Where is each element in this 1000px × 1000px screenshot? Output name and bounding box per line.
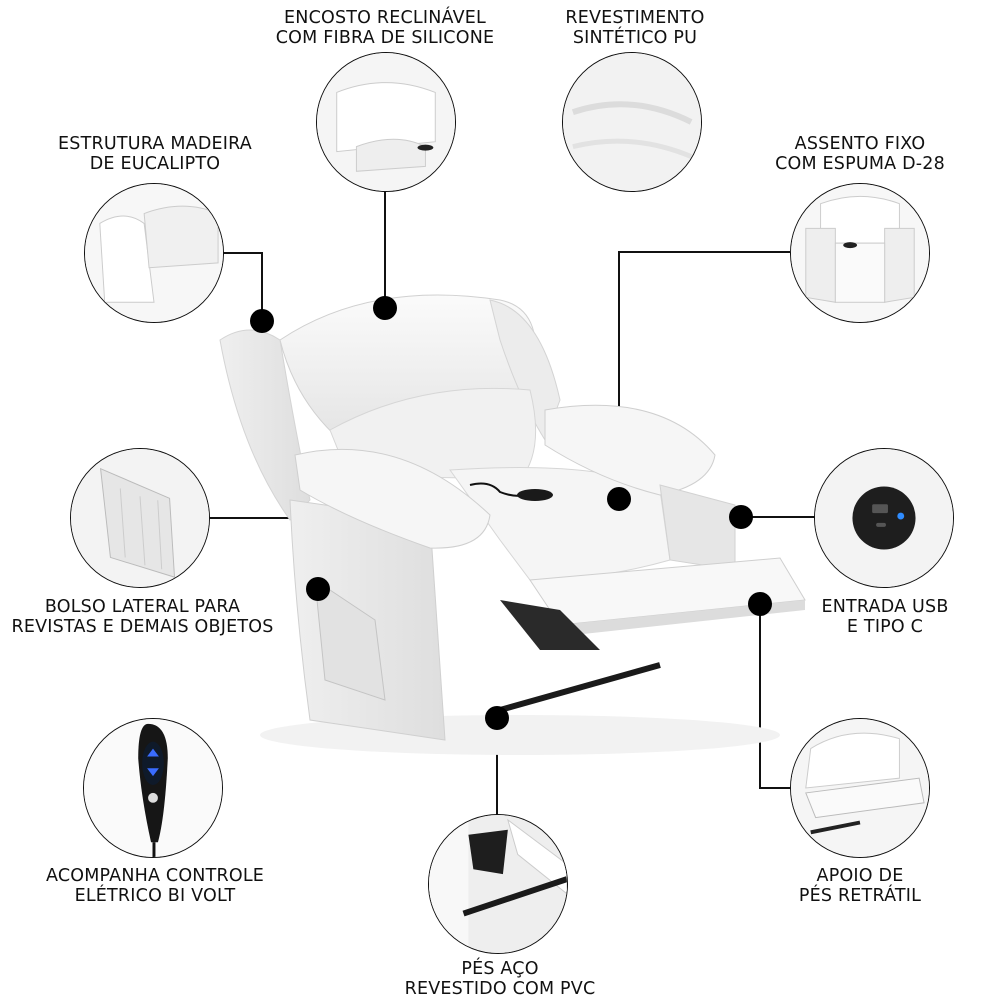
- thumb-apoio: [790, 718, 930, 858]
- label-line: COM ESPUMA D-28: [775, 154, 945, 174]
- thumb-encosto: [316, 52, 456, 192]
- remote-down-arrow-icon: [147, 768, 159, 777]
- remote-up-arrow-icon: [147, 748, 159, 757]
- label-line: APOIO DE: [816, 866, 904, 886]
- thumb-estrutura: [84, 183, 224, 323]
- label-usb: ENTRADA USB E TIPO C: [800, 597, 970, 637]
- label-pes: PÉS AÇO REVESTIDO COM PVC: [360, 959, 640, 999]
- label-line: REVESTIMENTO: [565, 8, 705, 28]
- label-line: ELÉTRICO BI VOLT: [74, 886, 236, 906]
- label-apoio: APOIO DE PÉS RETRÁTIL: [780, 866, 940, 906]
- label-line: REVISTAS E DEMAIS OBJETOS: [11, 617, 274, 637]
- label-line: SINTÉTICO PU: [572, 28, 698, 48]
- label-line: E TIPO C: [846, 617, 924, 637]
- thumb-controle: [83, 718, 223, 858]
- label-line: ENCOSTO RECLINÁVEL: [284, 8, 486, 28]
- label-line: PÉS RETRÁTIL: [798, 886, 922, 906]
- label-line: ACOMPANHA CONTROLE: [45, 866, 265, 886]
- label-line: COM FIBRA DE SILICONE: [275, 28, 495, 48]
- label-bolso: BOLSO LATERAL PARA REVISTAS E DEMAIS OBJ…: [0, 597, 285, 637]
- thumb-usb: [814, 448, 954, 588]
- label-line: ASSENTO FIXO: [794, 134, 926, 154]
- usb-led-icon: [897, 512, 905, 520]
- label-line: PÉS AÇO: [461, 959, 539, 979]
- label-line: ESTRUTURA MADEIRA: [58, 134, 252, 154]
- thumb-revestimento: [562, 52, 702, 192]
- label-line: DE EUCALIPTO: [89, 154, 221, 174]
- usb-c-port-icon: [876, 522, 886, 527]
- recliner-chair-image: [219, 294, 806, 755]
- thumb-assento: [790, 183, 930, 323]
- label-assento: ASSENTO FIXO COM ESPUMA D-28: [745, 134, 975, 174]
- label-line: BOLSO LATERAL PARA: [44, 597, 241, 617]
- usb-a-port-icon: [872, 504, 888, 514]
- label-estrutura: ESTRUTURA MADEIRA DE EUCALIPTO: [30, 134, 280, 174]
- label-line: ENTRADA USB: [821, 597, 949, 617]
- label-line: REVESTIDO COM PVC: [404, 979, 596, 999]
- thumb-bolso: [70, 448, 210, 588]
- label-encosto: ENCOSTO RECLINÁVEL COM FIBRA DE SILICONE: [245, 8, 525, 48]
- label-revestimento: REVESTIMENTO SINTÉTICO PU: [540, 8, 730, 48]
- label-controle: ACOMPANHA CONTROLE ELÉTRICO BI VOLT: [15, 866, 295, 906]
- thumb-pes: [428, 814, 568, 954]
